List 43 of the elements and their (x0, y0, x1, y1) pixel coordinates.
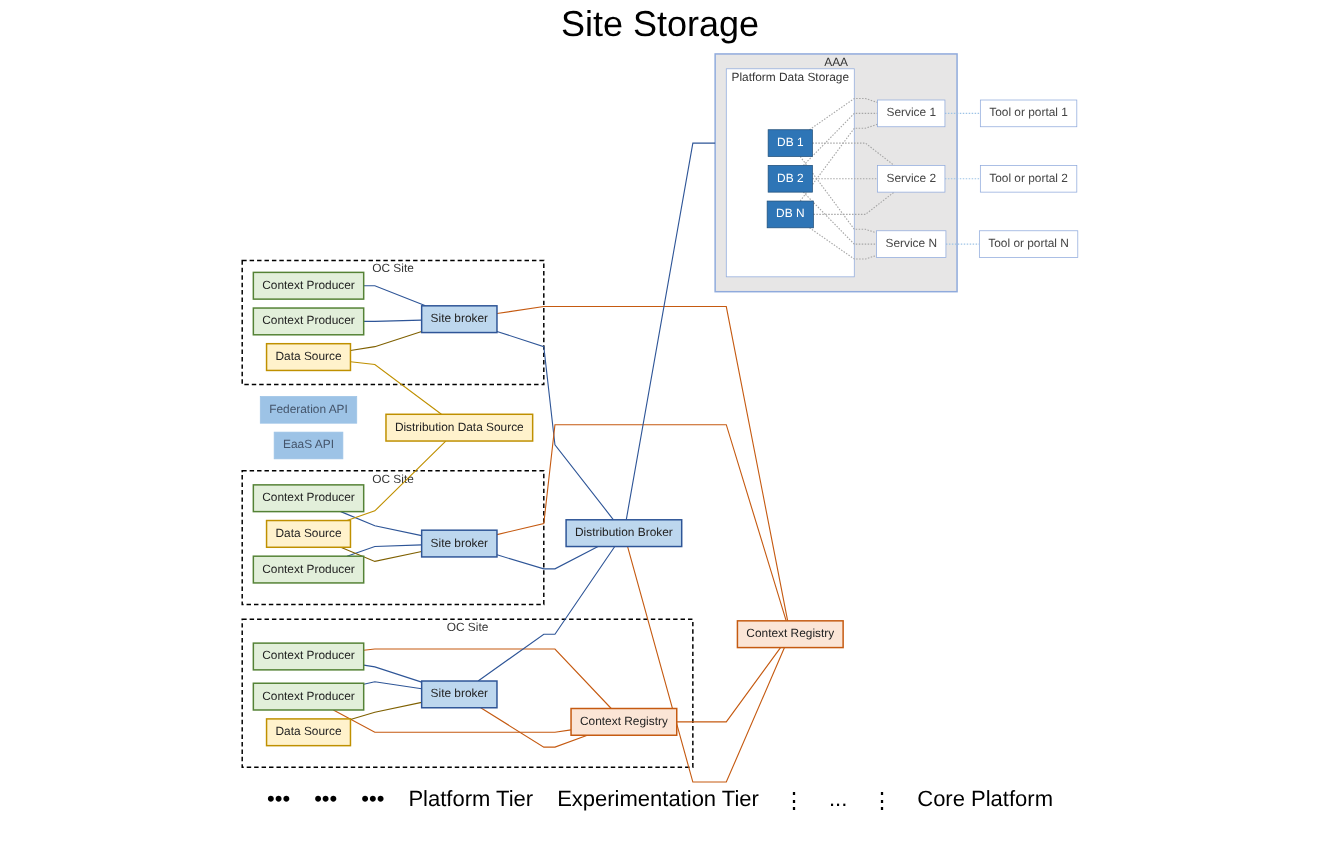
connector (625, 142, 716, 521)
connector (811, 142, 895, 166)
connector (346, 440, 447, 522)
diagram-title: Site Storage (558, 2, 762, 48)
connector (811, 178, 879, 180)
connector (349, 330, 423, 352)
connector (802, 112, 879, 166)
note-text: Core Platform (917, 788, 1053, 816)
connector (945, 243, 980, 245)
note-text: ⋮ (782, 788, 805, 818)
connector (944, 112, 981, 114)
connector (363, 648, 612, 710)
note-text: Experimentation Tier (557, 788, 759, 816)
connector (349, 361, 442, 415)
connector (799, 123, 879, 202)
note-text: ••• (361, 788, 385, 816)
connector (363, 664, 423, 683)
connector (496, 330, 615, 521)
connector (332, 709, 572, 733)
connector (808, 97, 879, 131)
note-text: Platform Tier (408, 788, 534, 816)
connector (363, 681, 423, 690)
connector (802, 191, 878, 245)
connector (363, 285, 427, 307)
note-text: ••• (267, 788, 291, 816)
connector (808, 227, 878, 260)
connector (480, 707, 588, 748)
connector (346, 544, 423, 557)
connector (477, 545, 616, 682)
note-text: ⋮ (871, 788, 894, 818)
connector (340, 546, 423, 562)
note-text: ••• (314, 788, 338, 816)
connector (349, 701, 423, 721)
note-text: ... (828, 788, 848, 816)
connector (812, 191, 895, 215)
connector (496, 306, 789, 622)
connector (676, 647, 782, 723)
connector (799, 155, 878, 234)
connector (627, 545, 786, 783)
connector (496, 545, 599, 570)
connector (496, 424, 787, 622)
connector (340, 511, 423, 537)
connector (363, 319, 423, 322)
